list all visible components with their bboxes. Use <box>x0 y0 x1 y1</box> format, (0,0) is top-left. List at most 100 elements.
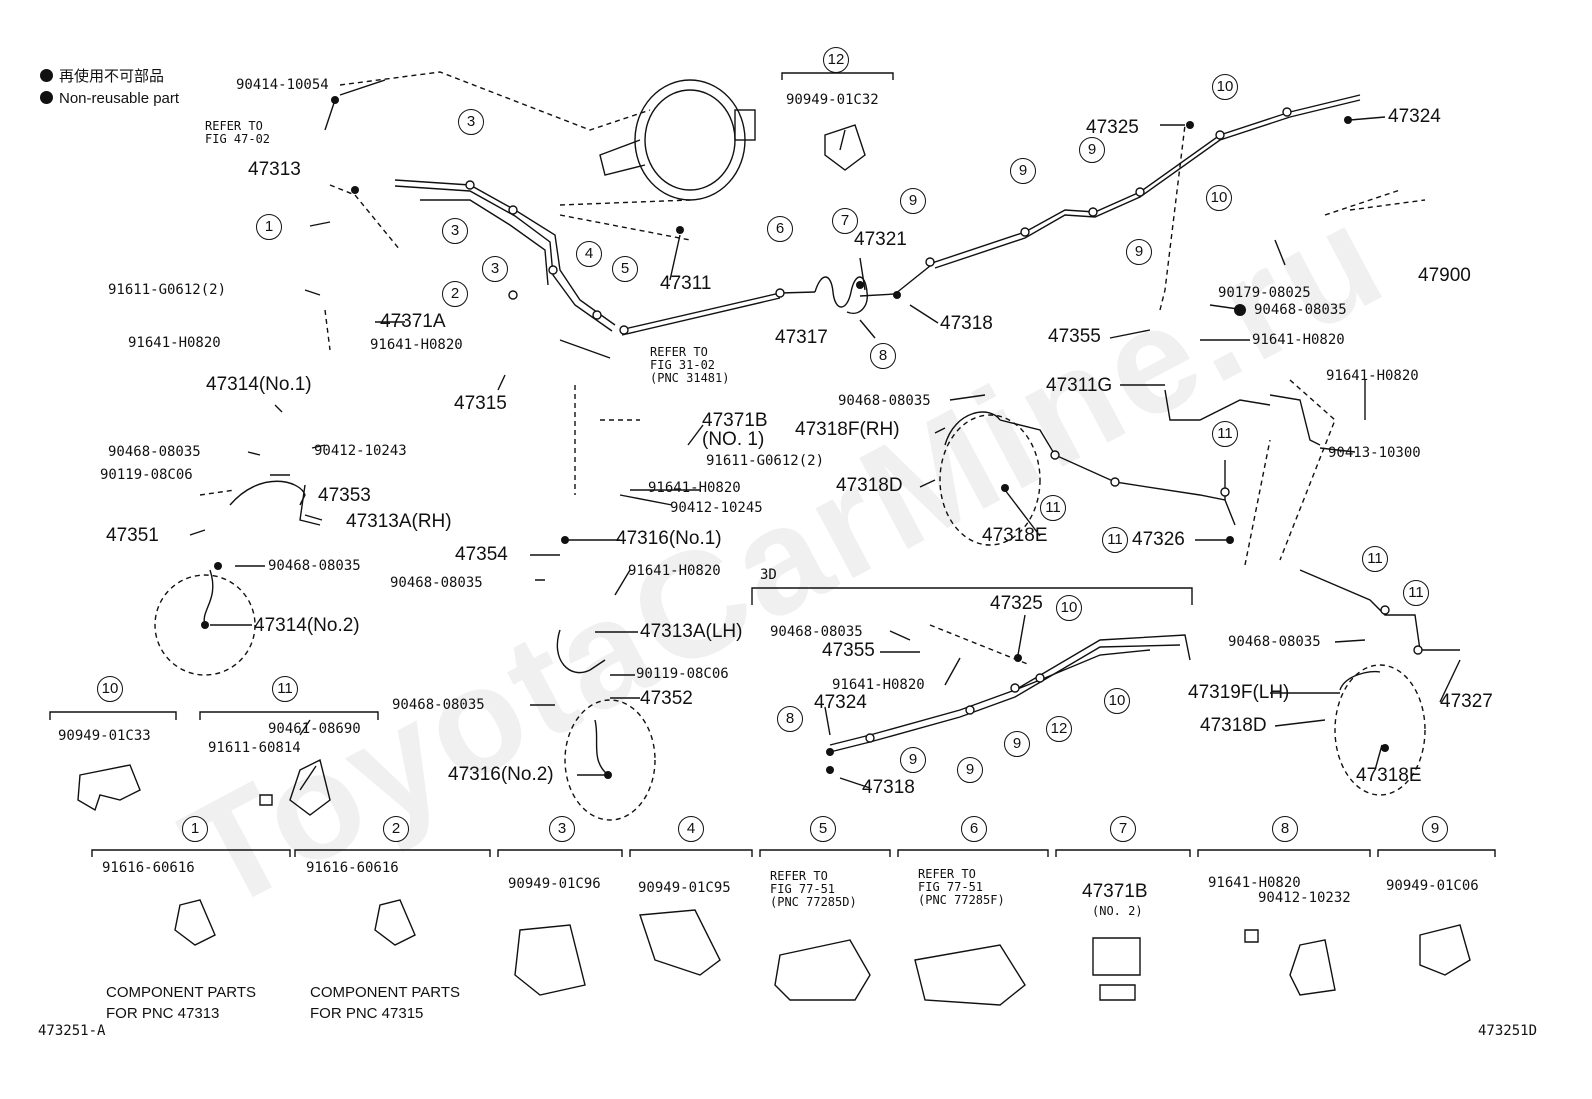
part-label[interactable]: 47316(No.2) <box>448 764 554 785</box>
part-label[interactable]: 91616-60616 <box>306 860 399 876</box>
part-label[interactable]: 47900 <box>1418 265 1471 286</box>
kit-callout-5[interactable]: 5 <box>810 816 836 842</box>
callout-11[interactable]: 11 <box>1212 421 1238 447</box>
part-label[interactable]: 47318E <box>1356 765 1422 786</box>
part-label[interactable]: 91641-H0820 <box>1252 332 1345 348</box>
part-label[interactable]: 90468-08035 <box>1254 302 1347 318</box>
part-label[interactable]: 47371B (NO. 1) <box>702 410 768 450</box>
kit-callout-3[interactable]: 3 <box>549 816 575 842</box>
part-label[interactable]: 90949-01C95 <box>638 880 731 896</box>
callout-2[interactable]: 2 <box>442 281 468 307</box>
part-label[interactable]: 90468-08035 <box>838 393 931 409</box>
part-label[interactable]: 47318D <box>1200 715 1267 736</box>
part-label[interactable]: 90468-08035 <box>1228 634 1321 650</box>
part-label[interactable]: 90949-01C06 <box>1386 878 1479 894</box>
part-label[interactable]: 47371B <box>1082 881 1148 902</box>
part-label[interactable]: 90412-10245 <box>670 500 763 516</box>
part-label[interactable]: 47313A(RH) <box>346 511 452 532</box>
part-label[interactable]: 47326 <box>1132 529 1185 550</box>
callout-9[interactable]: 9 <box>957 757 983 783</box>
part-label[interactable]: 90949-01C96 <box>508 876 601 892</box>
callout-9[interactable]: 9 <box>1010 158 1036 184</box>
part-label[interactable]: 47313 <box>248 159 301 180</box>
part-label[interactable]: 90468-08035 <box>108 444 201 460</box>
callout-1[interactable]: 1 <box>256 214 282 240</box>
part-label[interactable]: 47321 <box>854 229 907 250</box>
kit-callout-1[interactable]: 1 <box>182 816 208 842</box>
callout-3[interactable]: 3 <box>442 218 468 244</box>
part-label[interactable]: 47314(No.1) <box>206 374 312 395</box>
callout-9[interactable]: 9 <box>900 188 926 214</box>
part-label[interactable]: 47352 <box>640 688 693 709</box>
callout-8[interactable]: 8 <box>777 706 803 732</box>
part-label[interactable]: 90949-01C33 <box>58 728 151 744</box>
callout-11[interactable]: 11 <box>1102 527 1128 553</box>
part-label[interactable]: 91641-H0820 <box>128 335 221 351</box>
part-label[interactable]: 91641-H0820 <box>1326 368 1419 384</box>
part-label[interactable]: 47319F(LH) <box>1188 682 1290 703</box>
part-label[interactable]: 91641-H0820 <box>832 677 925 693</box>
part-label[interactable]: 47318E <box>982 525 1048 546</box>
part-label[interactable]: 90468-08035 <box>392 697 485 713</box>
part-label[interactable]: 91611-G0612(2) <box>706 453 825 469</box>
part-label[interactable]: 90468-08035 <box>770 624 863 640</box>
kit-callout-9[interactable]: 9 <box>1422 816 1448 842</box>
part-label[interactable]: 90461-08690 <box>268 721 361 737</box>
part-label[interactable]: 91641-H0820 <box>370 337 463 353</box>
part-label[interactable]: 91616-60616 <box>102 860 195 876</box>
part-label[interactable]: 91641-H0820 <box>1208 875 1301 891</box>
part-label[interactable]: 91611-60814 <box>208 740 301 756</box>
callout-11[interactable]: 11 <box>1362 546 1388 572</box>
callout-12[interactable]: 12 <box>1046 716 1072 742</box>
part-label[interactable]: 91611-G0612(2) <box>108 282 227 298</box>
part-label[interactable]: 90413-10300 <box>1328 445 1421 461</box>
part-label[interactable]: 47371A <box>380 311 446 332</box>
callout-7[interactable]: 7 <box>832 208 858 234</box>
callout-9[interactable]: 9 <box>1004 731 1030 757</box>
kit-callout-6[interactable]: 6 <box>961 816 987 842</box>
part-label[interactable]: 47311G <box>1046 375 1113 396</box>
callout-4[interactable]: 4 <box>576 241 602 267</box>
kit-callout-2[interactable]: 2 <box>383 816 409 842</box>
callout-10[interactable]: 10 <box>1104 688 1130 714</box>
part-label[interactable]: 47318 <box>862 777 915 798</box>
part-label[interactable]: 47318F(RH) <box>795 419 900 440</box>
callout-6[interactable]: 6 <box>767 216 793 242</box>
callout-8[interactable]: 8 <box>870 343 896 369</box>
kit-callout-10[interactable]: 10 <box>97 676 123 702</box>
part-label[interactable]: 47313A(LH) <box>640 621 743 642</box>
callout-3[interactable]: 3 <box>482 256 508 282</box>
part-label[interactable]: 47325 <box>1086 117 1139 138</box>
callout-9[interactable]: 9 <box>1126 239 1152 265</box>
callout-10[interactable]: 10 <box>1056 595 1082 621</box>
part-label[interactable]: 47355 <box>1048 326 1101 347</box>
kit-callout-7[interactable]: 7 <box>1110 816 1136 842</box>
part-label[interactable]: 90414-10054 <box>236 77 329 93</box>
part-label[interactable]: 47324 <box>814 692 867 713</box>
part-label[interactable]: 47353 <box>318 485 371 506</box>
part-label[interactable]: 90119-08C06 <box>100 467 193 483</box>
kit-callout-8[interactable]: 8 <box>1272 816 1298 842</box>
part-label[interactable]: 90179-08025 <box>1218 285 1311 301</box>
part-label[interactable]: 47318 <box>940 313 993 334</box>
kit-callout-11[interactable]: 11 <box>272 676 298 702</box>
part-label[interactable]: 47354 <box>455 544 508 565</box>
part-label[interactable]: 47327 <box>1440 691 1493 712</box>
callout-11[interactable]: 11 <box>1403 580 1429 606</box>
callout-5[interactable]: 5 <box>612 256 638 282</box>
part-label[interactable]: 90468-08035 <box>390 575 483 591</box>
part-label[interactable]: 91641-H0820 <box>628 563 721 579</box>
callout-10[interactable]: 10 <box>1212 74 1238 100</box>
part-label[interactable]: 90412-10232 <box>1258 890 1351 906</box>
part-label[interactable]: 47355 <box>822 640 875 661</box>
part-label[interactable]: 90949-01C32 <box>786 92 879 108</box>
callout-12[interactable]: 12 <box>823 47 849 73</box>
callout-10[interactable]: 10 <box>1206 185 1232 211</box>
part-label[interactable]: 47324 <box>1388 106 1441 127</box>
part-label[interactable]: 47314(No.2) <box>254 615 360 636</box>
part-label[interactable]: 90468-08035 <box>268 558 361 574</box>
part-label[interactable]: 47315 <box>454 393 507 414</box>
kit-callout-4[interactable]: 4 <box>678 816 704 842</box>
part-label[interactable]: 47317 <box>775 327 828 348</box>
part-label[interactable]: 47318D <box>836 475 903 496</box>
